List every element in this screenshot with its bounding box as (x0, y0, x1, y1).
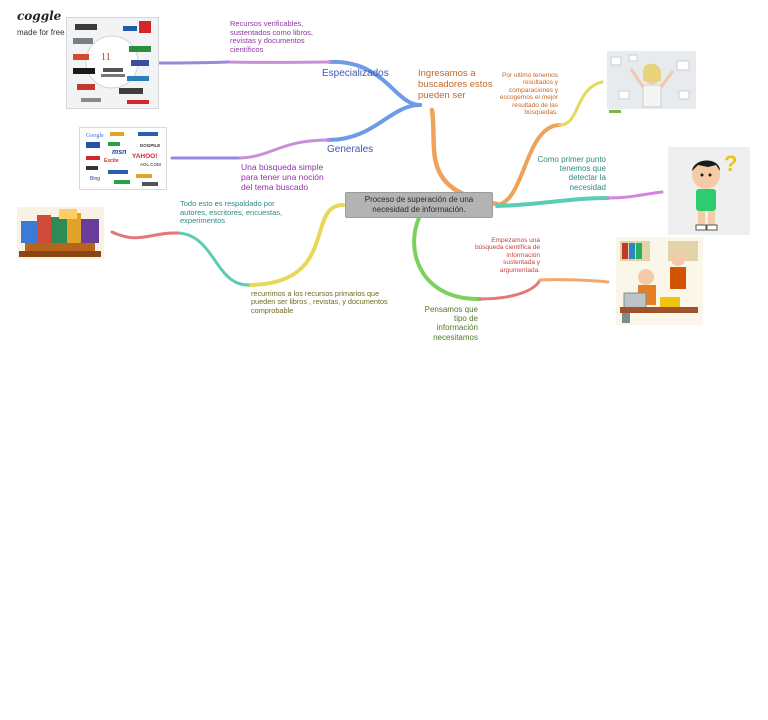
branch-todo-esto-image (110, 230, 180, 240)
branch-como-primer-image (606, 190, 664, 200)
engine-logo-aol: AOL.COM (140, 162, 161, 167)
catalog-collage-image[interactable]: 11 (66, 17, 159, 109)
engine-logo-yahoo: YAHOO! (132, 153, 157, 160)
thinking-boy-drawing: ? (668, 147, 750, 235)
engine-logo-google: Google (86, 133, 104, 139)
branch-empezamos-image (538, 278, 610, 284)
node-todo-esto[interactable]: Todo esto es respaldado por autores, esc… (180, 199, 283, 226)
books-drawing (17, 207, 104, 259)
coggle-logo[interactable]: coggle (17, 9, 62, 23)
branch-especializados-image (158, 60, 230, 65)
node-como-primer[interactable]: Como primer punto tenemos que detectar l… (537, 155, 606, 192)
researchers-image[interactable] (616, 237, 703, 325)
branch-recurrimos (246, 203, 345, 287)
books-image[interactable] (17, 207, 104, 259)
catalog-number: 11 (101, 52, 111, 63)
branch-especializados (328, 59, 422, 107)
engine-logo-msn: msn (112, 149, 126, 156)
search-engines-image[interactable]: Google msn YAHOO! Excite DOGPILE AOL.COM… (79, 127, 167, 190)
branch-como-primer (495, 196, 610, 208)
branch-generales (326, 103, 422, 142)
coggle-tagline[interactable]: made for free at coggle.it (17, 28, 106, 37)
node-por-ultimo[interactable]: Por ultimo tenemos resultados y comparac… (499, 72, 558, 117)
branch-busqueda-simple (236, 138, 330, 160)
branch-por-ultimo (495, 123, 562, 207)
branch-empezamos (478, 278, 542, 301)
node-empezamos[interactable]: Empezamos una búsqueda científica de inf… (474, 237, 540, 274)
engine-logo-dogpile: DOGPILE (140, 143, 160, 148)
search-engines-drawing: Google msn YAHOO! Excite DOGPILE AOL.COM… (80, 128, 166, 189)
thinking-boy-image[interactable]: ? (668, 147, 750, 235)
node-recursos-verificables[interactable]: Recursos verificables, sustentados como … (230, 19, 313, 54)
question-mark-icon: ? (724, 151, 737, 176)
central-node[interactable]: Proceso de superación de una necesidad d… (345, 192, 493, 218)
branch-ingresamos (429, 107, 500, 207)
node-generales[interactable]: Generales (327, 144, 374, 155)
node-recurrimos[interactable]: recurrimos a los recursos primarios que … (251, 289, 388, 315)
engine-logo-excite: Excite (104, 158, 119, 164)
node-especializados[interactable]: Especializados (322, 68, 389, 79)
woman-papers-image[interactable] (607, 51, 696, 115)
branch-por-ultimo-image (558, 80, 604, 127)
branch-pensamos (412, 216, 482, 302)
node-pensamos[interactable]: Pensamos que tipo de información necesit… (424, 305, 478, 342)
node-ingresamos[interactable]: Ingresamos a buscadores estos pueden ser (418, 68, 493, 101)
branch-todo-esto (176, 231, 250, 287)
woman-papers-drawing (607, 51, 696, 115)
node-busqueda-simple[interactable]: Una búsqueda simple para tener una noció… (241, 162, 324, 192)
catalog-collage-drawing: 11 (67, 18, 158, 108)
researchers-drawing (616, 237, 703, 325)
engine-logo-bing: Bing (90, 176, 100, 182)
